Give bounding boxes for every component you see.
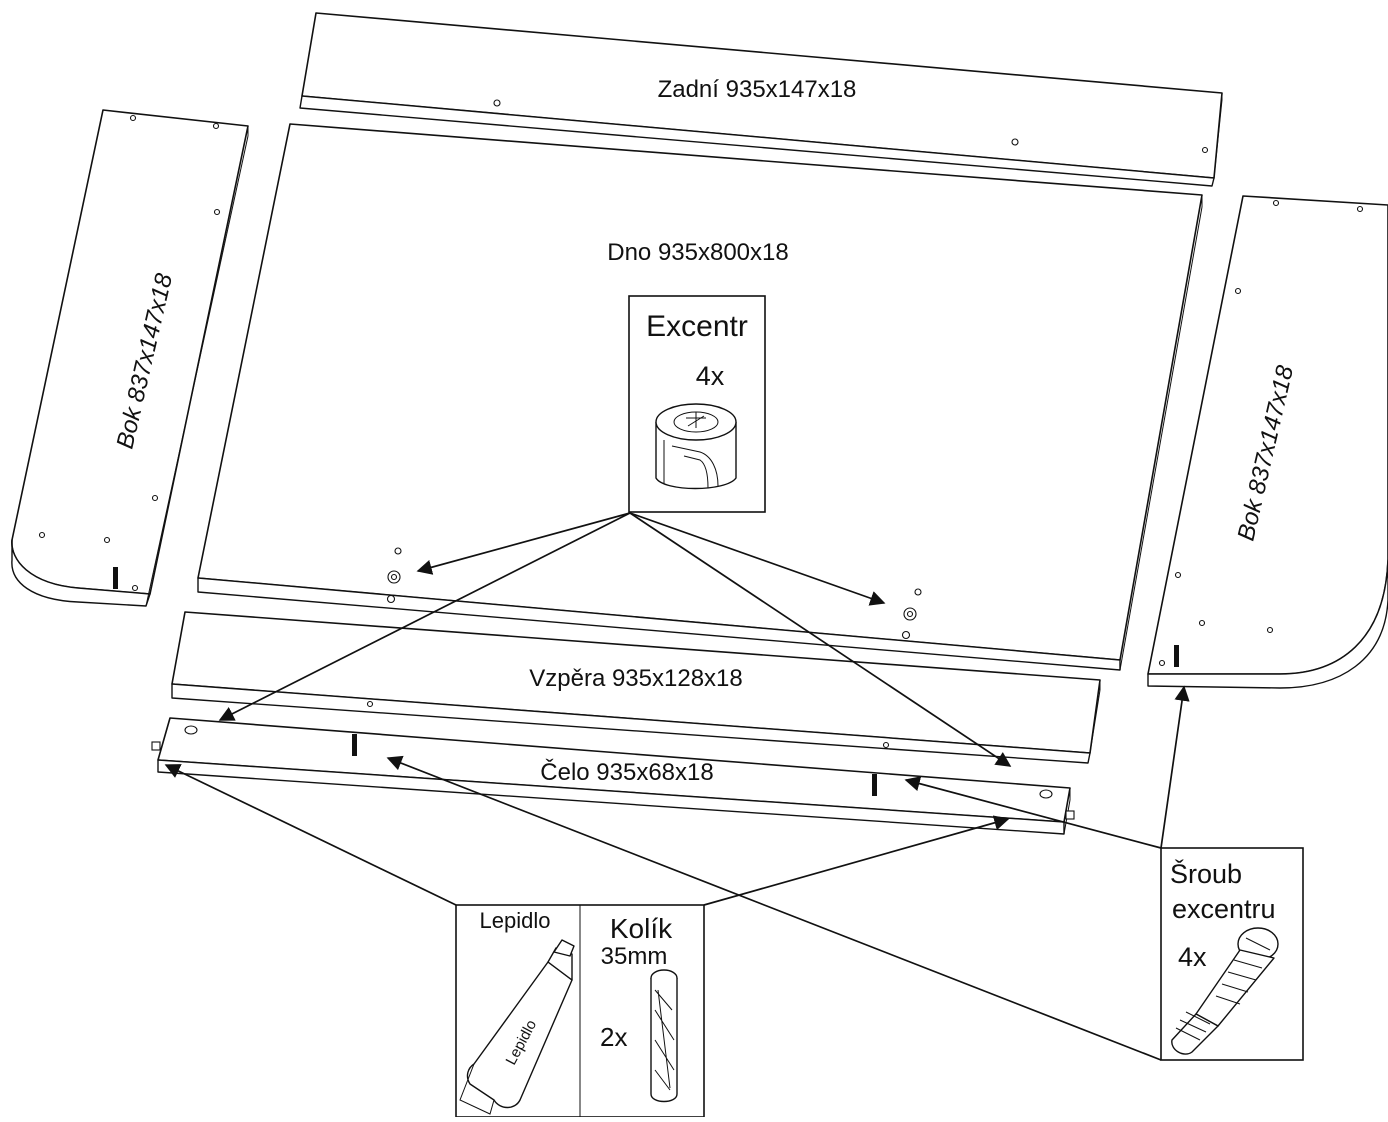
panel-bok-right: Bok 837x147x18: [1147, 195, 1388, 689]
dowel-icon: [650, 969, 678, 1103]
arrows: [164, 512, 1190, 1061]
excentr-cam-icon: [655, 403, 737, 490]
part-sroub: Šroub excentru 4x: [1160, 847, 1304, 1061]
panel-dno-label: Dno 935x800x18: [607, 239, 788, 266]
kolik-title: Kolík: [610, 913, 673, 944]
glue-tube-icon: Lepidlo: [459, 939, 575, 1115]
kolik-size: 35mm: [601, 943, 668, 970]
sroub-title-line2: excentru: [1172, 894, 1276, 924]
panel-vzpera: Vzpěra 935x128x18: [171, 611, 1101, 764]
sroub-title-line1: Šroub: [1170, 858, 1242, 889]
sroub-count: 4x: [1178, 942, 1207, 972]
excentr-title: Excentr: [646, 310, 748, 343]
panel-zadni: Zadní 935x147x18: [299, 12, 1223, 187]
panel-bok-left: Bok 837x147x18: [11, 109, 249, 607]
part-excentr: Excentr 4x: [628, 295, 766, 513]
cam-screw-icon: [1171, 927, 1279, 1055]
kolik-count: 2x: [600, 1022, 627, 1052]
panel-zadni-label: Zadní 935x147x18: [658, 76, 857, 103]
panel-vzpera-label: Vzpěra 935x128x18: [529, 665, 743, 692]
panel-celo-label: Čelo 935x68x18: [540, 758, 713, 786]
lepidlo-title: Lepidlo: [480, 908, 551, 933]
excentr-count: 4x: [696, 361, 725, 391]
panel-celo: Čelo 935x68x18: [151, 717, 1075, 835]
part-lepidlo-kolik: Lepidlo Lepidlo Kolík 35mm 2x: [455, 904, 705, 1118]
